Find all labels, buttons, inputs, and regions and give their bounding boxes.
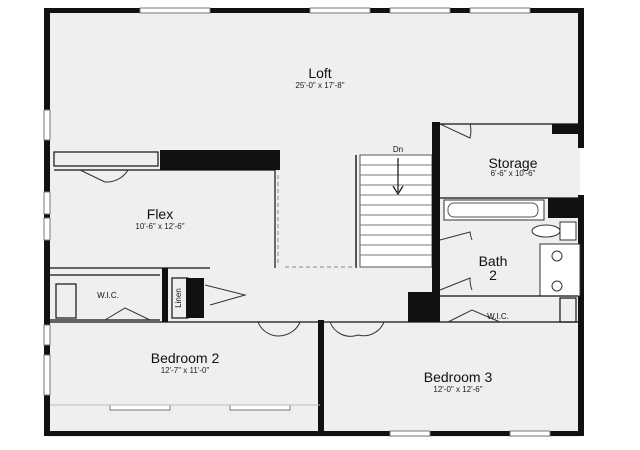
storage-name: Storage [488,155,537,171]
loft-dims: 25'-0" x 17'-8" [295,81,344,90]
bedroom3-name: Bedroom 3 [424,369,493,385]
wic-right-label: W.I.C. [487,312,509,321]
staircase [285,154,433,268]
storage-dims: 6'-6" x 10'-6" [491,169,536,178]
bedroom3-dims: 12'-0" x 12'-6" [433,385,482,394]
bedroom-walls [50,320,580,435]
flex-name: Flex [147,206,173,222]
bath-name: Bath [479,253,508,269]
bath-fixtures [439,198,581,297]
wic-left-walls [50,268,168,322]
linen-label: Linen [174,288,183,308]
flex-dims: 10'-6" x 12'-6" [135,222,184,231]
linen-closet [171,277,247,319]
wic-left-label: W.I.C. [97,291,119,300]
bedroom2-dims: 12'-7" x 11'-0" [161,366,210,375]
bath-number: 2 [489,267,497,283]
loft-name: Loft [308,65,331,81]
wic-right-walls [408,292,578,323]
floor-area [48,12,580,437]
windows [43,7,551,437]
stairs-down-label: Dn [393,145,403,154]
flex-walls [50,150,280,269]
bedroom2-name: Bedroom 2 [151,350,220,366]
